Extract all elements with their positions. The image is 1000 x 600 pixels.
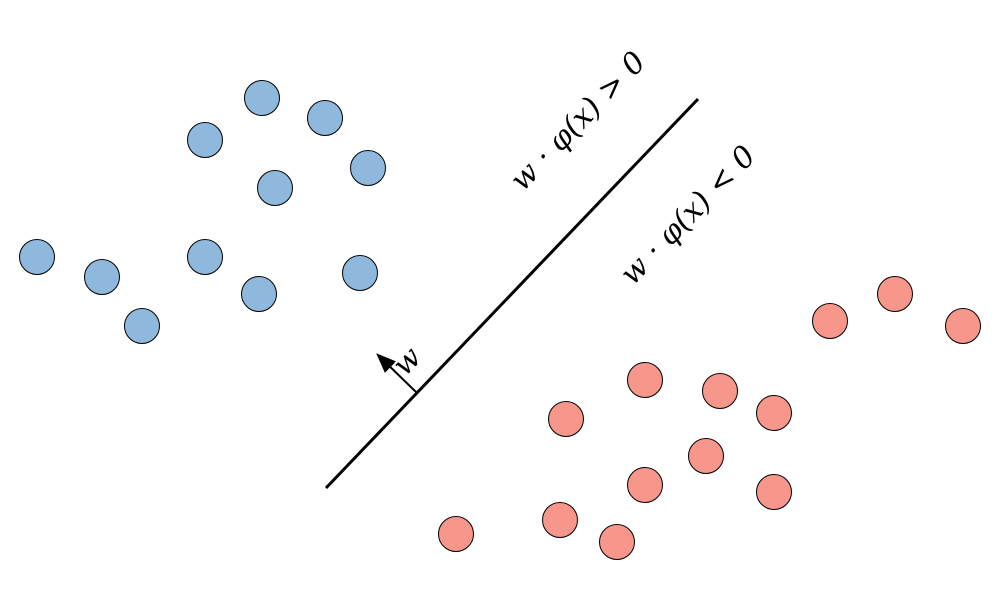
positive-data-point: [84, 259, 120, 295]
negative-data-point: [945, 308, 981, 344]
negative-data-point: [599, 524, 635, 560]
positive-data-point: [307, 100, 343, 136]
negative-class-points: [438, 276, 981, 560]
negative-data-point: [702, 373, 738, 409]
positive-data-point: [124, 308, 160, 344]
negative-data-point: [548, 401, 584, 437]
positive-data-point: [350, 150, 386, 186]
negative-data-point: [438, 516, 474, 552]
positive-data-point: [187, 239, 223, 275]
positive-data-point: [257, 170, 293, 206]
negative-data-point: [542, 502, 578, 538]
negative-data-point: [756, 474, 792, 510]
weight-vector-label: w: [386, 340, 429, 383]
negative-data-point: [688, 438, 724, 474]
positive-data-point: [342, 255, 378, 291]
positive-data-point: [187, 122, 223, 158]
negative-data-point: [627, 467, 663, 503]
negative-data-point: [627, 362, 663, 398]
positive-data-point: [241, 276, 277, 312]
positive-data-point: [244, 80, 280, 116]
negative-data-point: [812, 303, 848, 339]
positive-class-points: [19, 80, 386, 344]
positive-data-point: [19, 239, 55, 275]
decision-boundary: [324, 97, 700, 490]
positive-region-label: w · φ(x) > 0: [503, 45, 652, 198]
negative-data-point: [877, 276, 913, 312]
weight-vector-arrow: [376, 353, 417, 393]
negative-data-point: [756, 395, 792, 431]
